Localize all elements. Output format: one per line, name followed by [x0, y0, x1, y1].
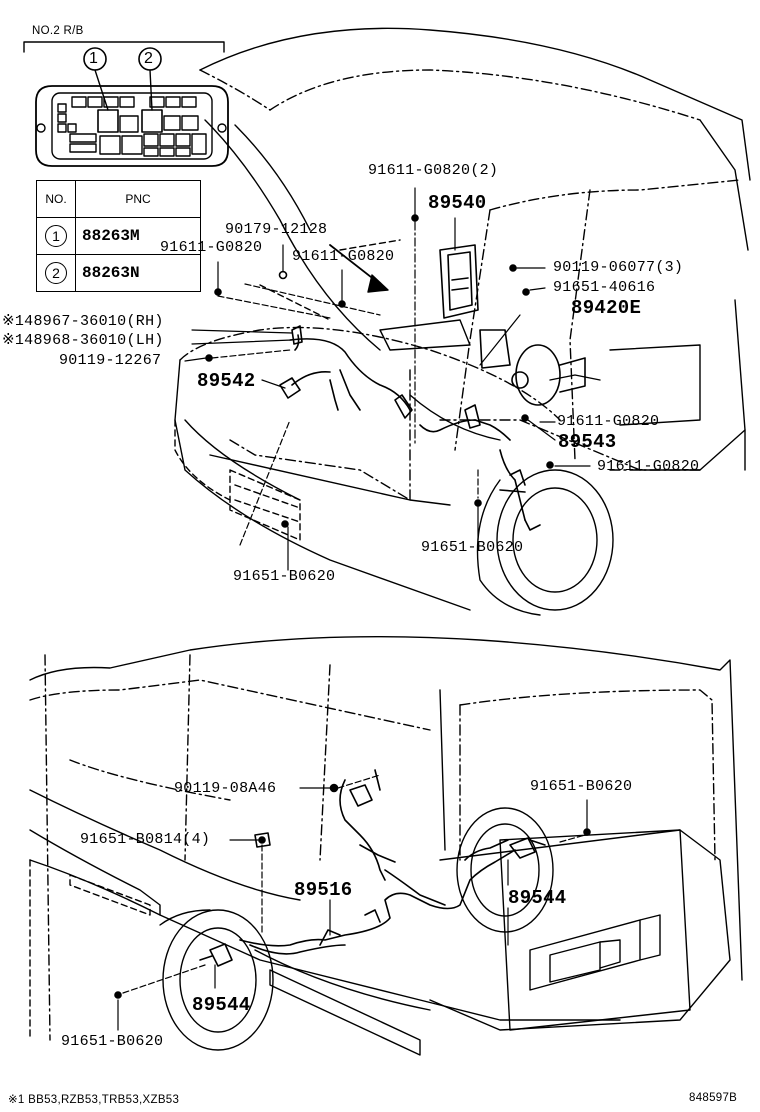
relay-marker-2: 2 [144, 50, 154, 67]
rear-leaders [117, 774, 588, 1031]
label-90179-12128: 90179-12128 [225, 221, 328, 238]
label-91611-g0820-d: 91611-G0820 [597, 458, 700, 475]
label-91651-40616: 91651-40616 [553, 279, 656, 296]
table-row: 2 88263N [36, 254, 201, 292]
rear-vehicle-outline [29, 635, 743, 1056]
label-91651-b0620-c: 91651-B0620 [530, 778, 633, 795]
label-90119-06077-3: 90119-06077(3) [553, 259, 684, 276]
label-89420e: 89420E [571, 297, 642, 319]
label-148967-36010-rh: ※148967-36010(RH) [2, 313, 164, 330]
label-91651-b0620-d: 91651-B0620 [61, 1033, 164, 1050]
rear-components [114, 769, 591, 999]
label-89544-right: 89544 [508, 887, 567, 909]
pnc-row-value: 88263M [75, 217, 201, 255]
pnc-table-header-no: NO. [36, 180, 76, 218]
label-89516: 89516 [294, 879, 353, 901]
pnc-row-value: 88263N [75, 254, 201, 292]
front-vehicle-outline [174, 27, 751, 616]
pnc-table: NO. PNC 1 88263M 2 88263N [36, 180, 201, 292]
pnc-row-no: 2 [45, 262, 67, 284]
label-89543: 89543 [558, 431, 617, 453]
label-148968-36010-lh: ※148968-36010(LH) [2, 332, 164, 349]
label-90119-12267: 90119-12267 [59, 352, 162, 369]
footnote: ※1 BB53,RZB53,TRB53,XZB53 [8, 1094, 180, 1106]
relay-block-inset [23, 41, 229, 167]
label-91651-b0814-4: 91651-B0814(4) [80, 831, 211, 848]
label-89544-left: 89544 [192, 994, 251, 1016]
diagram-code: 848597B [689, 1092, 738, 1104]
label-89542: 89542 [197, 370, 256, 392]
front-leaders [184, 187, 591, 571]
label-89540: 89540 [428, 192, 487, 214]
relay-block-title: NO.2 R/B [32, 25, 84, 37]
relay-marker-1: 1 [89, 50, 99, 67]
label-91651-b0620-b: 91651-B0620 [233, 568, 336, 585]
label-91611-g0820-2: 91611-G0820(2) [368, 162, 499, 179]
pnc-table-header-pnc: PNC [75, 180, 201, 218]
label-91611-g0820-a: 91611-G0820 [160, 239, 263, 256]
front-components [205, 214, 586, 531]
label-91651-b0620-a: 91651-B0620 [421, 539, 524, 556]
pnc-row-no: 1 [45, 225, 67, 247]
label-91611-g0820-b: 91611-G0820 [292, 248, 395, 265]
table-row: 1 88263M [36, 217, 201, 255]
label-91611-g0820-c: 91611-G0820 [557, 413, 660, 430]
label-90119-08a46: 90119-08A46 [174, 780, 277, 797]
